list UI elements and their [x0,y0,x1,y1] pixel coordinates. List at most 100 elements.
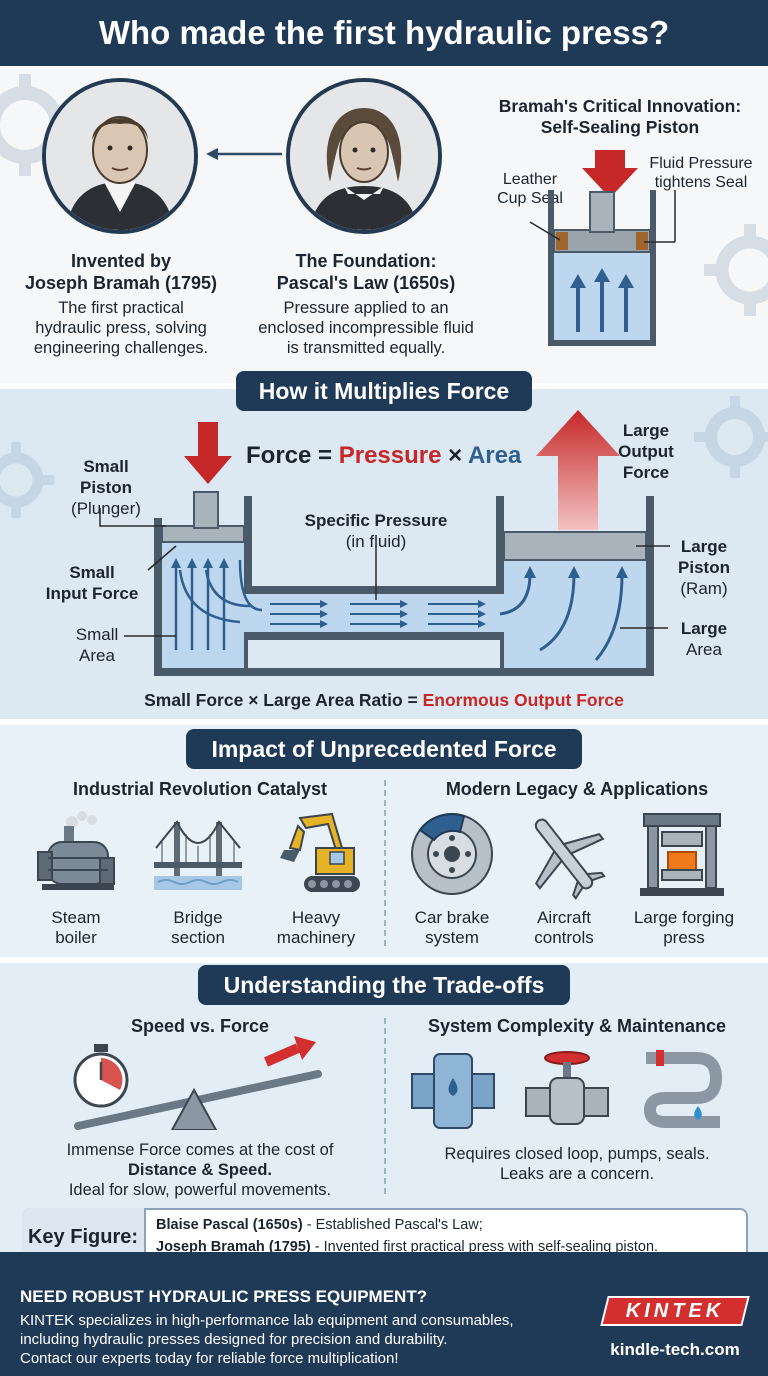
small-piston-2: Piston [80,478,132,497]
bramah-desc-3: engineering challenges. [33,339,209,357]
complexity-line2: Leaks are a concern. [499,1165,655,1183]
bramah-desc-2: hydraulic press, solving [35,319,207,337]
fluid-pressure-label: Fluid Pressure tightens Seal [636,154,766,192]
formula-area: Area [467,442,522,469]
complexity-text: Requires closed loop, pumps, seals. Leak… [392,1144,762,1184]
stopwatch-icon [73,1044,129,1108]
impact-4-line1: Aircraft [537,908,591,927]
steam-boiler-icon [37,811,115,890]
large-output-2: Output [618,442,674,461]
large-area-1: Large [680,619,728,638]
bramah-heading-2: Joseph Bramah (1795) [24,273,218,293]
forging-press-icon [640,813,724,896]
formula-prefix: Force = [246,442,339,469]
arrow-left-icon [206,148,282,160]
specific-1: Specific Pressure [304,511,448,530]
small-area-1: Small [75,625,119,644]
large-output-force-label: Large Output Force [610,420,682,483]
impact-4-line2: controls [534,928,594,947]
bridge-icon [154,820,242,890]
tradeoffs-heading: Understanding the Trade-offs [198,965,570,1005]
gear-icon [694,396,768,478]
small-input-force-label: Small Input Force [40,562,144,604]
brake-disc-icon [411,813,493,895]
small-piston-1: Small [83,457,129,476]
multiply-heading: How it Multiplies Force [236,371,532,411]
fluid-label-1: Fluid Pressure [649,155,753,172]
impact-5-line1: Large forging [633,908,735,927]
impact-1-line1: Bridge [173,908,223,927]
impact-2-line1: Heavy [291,908,341,927]
pascal-desc-3: is transmitted equally. [286,339,446,357]
bramah-portrait [42,78,198,234]
pascal-block: The Foundation: Pascal's Law (1650s) Pre… [244,250,488,358]
footer-line1: KINTEK specializes in high-performance l… [20,1312,514,1329]
bramah-block: Invented by Joseph Bramah (1795) The fir… [8,250,234,358]
leather-cup-label: Leather Cup Seal [488,170,572,208]
pascal-desc-2: enclosed incompressible fluid [258,319,474,337]
small-area-label: Small Area [62,624,132,666]
arrow-up-right-icon [263,1036,316,1067]
pascal-portrait [286,78,442,234]
small-input-1: Small [69,563,115,582]
speed-line3: Ideal for slow, powerful movements. [68,1181,332,1199]
section-divider [0,957,768,963]
tradeoffs-divider [384,1018,386,1194]
valve-icon [525,1051,609,1125]
footer-line3: Contact our experts today for reliable f… [20,1350,399,1367]
impact-right-title: Modern Legacy & Applications [445,779,709,799]
impact-heading: Impact of Unprecedented Force [186,729,582,769]
large-area-2: Area [686,640,722,659]
impact-3-line2: system [425,928,479,947]
seesaw-stopwatch-illustration [73,1036,322,1130]
force-formula: Force = Pressure × Area [246,442,521,470]
leaking-pipe-icon [643,1050,722,1128]
bramah-desc-1: The first practical [58,299,184,317]
complexity-title: System Complexity & Maintenance [427,1016,727,1036]
summary-highlight: Enormous Output Force [422,690,624,710]
pascal-heading-2: Pascal's Law (1650s) [276,273,456,293]
impact-divider [384,780,386,946]
key-line2-rest: - Invented first practical press with se… [310,1239,659,1255]
speed-force-text: Immense Force comes at the cost of Dista… [20,1140,380,1200]
impact-0-line1: Steam [51,908,101,927]
pipe-fitting-icon [411,1053,495,1129]
key-figure-text: Blaise Pascal (1650s) - Established Pasc… [156,1214,746,1258]
large-piston-3: (Ram) [680,579,728,598]
key-line1-bold: Blaise Pascal (1650s) [156,1217,303,1233]
key-line2-bold: Joseph Bramah (1795) [156,1239,311,1255]
fluid-label-2: tightens Seal [654,174,748,191]
gear-icon [0,442,54,518]
large-piston-1: Large [680,537,728,556]
specific-2: (in fluid) [345,532,407,551]
speed-line1: Immense Force comes at the cost of [66,1141,334,1159]
impact-2-line2: machinery [276,928,356,947]
force-summary: Small Force × Large Area Ratio = Enormou… [0,690,768,711]
key-line1-rest: - Established Pascal's Law; [302,1217,483,1233]
innovation-title-2: Self-Sealing Piston [540,117,700,137]
website-link[interactable]: kindle-tech.com [610,1340,740,1359]
bramah-heading-1: Invented by [70,251,172,271]
pascal-desc-1: Pressure applied to an [283,299,449,317]
small-piston-3: (Plunger) [71,499,141,518]
large-output-3: Force [622,463,670,482]
leather-label-1: Leather [502,171,558,188]
complexity-line1: Requires closed loop, pumps, seals. [444,1145,710,1163]
formula-times: × [441,442,468,469]
hydraulic-press-diagram [99,410,670,676]
self-sealing-piston-diagram [529,150,676,346]
airplane-icon [534,818,606,900]
leather-label-2: Cup Seal [497,190,563,207]
page-title: Who made the first hydraulic press? [0,0,768,66]
large-area-label: Large Area [668,618,740,660]
pascal-heading-1: The Foundation: [295,251,437,271]
small-piston-label: Small Piston (Plunger) [66,456,146,519]
specific-pressure-label: Specific Pressure (in fluid) [290,510,462,552]
formula-pressure: Pressure [338,442,442,469]
